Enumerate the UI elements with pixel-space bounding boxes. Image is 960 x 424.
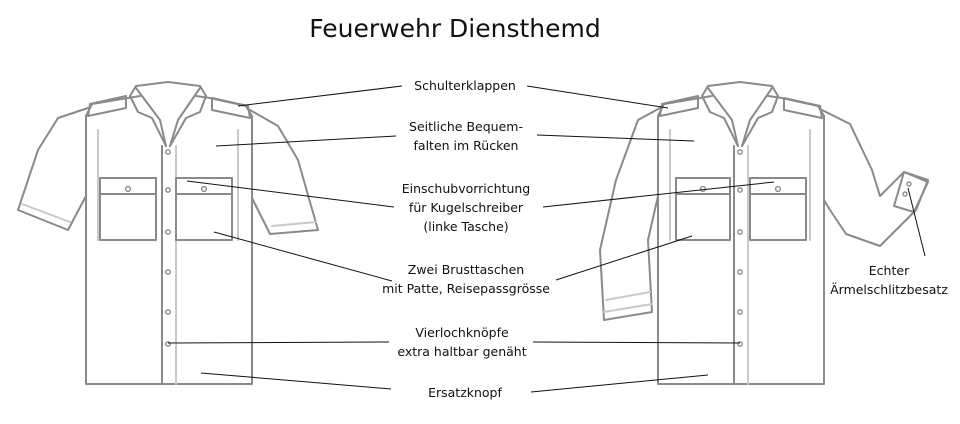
diagram-title: Feuerwehr Diensthemd	[309, 14, 601, 43]
label-taschen-line-1: Zwei Brusttaschen	[407, 262, 525, 277]
label-bequemfalten: Seitliche Bequem- falten im Rücken	[386, 117, 546, 155]
label-schlitz-line-2: Ärmelschlitzbesatz	[830, 282, 948, 297]
label-schlitz-line-1: Echter	[868, 263, 910, 278]
leader-lines	[167, 85, 926, 393]
long-sleeve-shirt	[599, 81, 929, 385]
short-sleeve-shirt	[17, 81, 319, 385]
label-knoepfe-line-2: extra haltbar genäht	[397, 344, 527, 359]
label-einschub-line-2: für Kugelschreiber	[408, 200, 524, 215]
label-einschubvorrichtung: Einschubvorrichtung für Kugelschreiber (…	[386, 179, 546, 236]
leader-ersatzknopf-left	[200, 372, 392, 390]
label-schulterklappen-text: Schulterklappen	[414, 78, 516, 93]
label-vierlochknoepfe: Vierlochknöpfe extra haltbar genäht	[380, 323, 544, 361]
label-bequemfalten-line-2: falten im Rücken	[413, 138, 519, 153]
leader-knoepfe-left	[167, 341, 390, 344]
leader-schlitz	[907, 187, 926, 257]
label-einschub-line-1: Einschubvorrichtung	[401, 181, 531, 196]
leader-einschub-right	[542, 181, 775, 208]
label-schulterklappen: Schulterklappen	[394, 76, 536, 95]
leader-taschen-right	[555, 235, 693, 281]
label-ersatzknopf-text: Ersatzknopf	[428, 385, 502, 400]
leader-einschub-left	[186, 180, 395, 208]
label-bequemfalten-line-1: Seitliche Bequem-	[409, 119, 523, 134]
label-taschen-line-2: mit Patte, Reisepassgrösse	[382, 281, 550, 296]
label-aermelschlitz: Echter Ärmelschlitzbesatz	[820, 261, 958, 299]
label-ersatzknopf: Ersatzknopf	[394, 383, 536, 402]
leader-schulterklappen-left	[237, 85, 403, 107]
label-knoepfe-line-1: Vierlochknöpfe	[415, 325, 509, 340]
leader-ersatzknopf-right	[530, 374, 709, 393]
leader-taschen-left	[213, 231, 393, 282]
label-brusttaschen: Zwei Brusttaschen mit Patte, Reisepassgr…	[376, 260, 556, 298]
leader-falten-right	[536, 134, 695, 142]
leader-schulterklappen-right	[526, 85, 669, 109]
label-einschub-line-3: (linke Tasche)	[423, 219, 509, 234]
leader-falten-left	[215, 135, 397, 147]
leader-knoepfe-right	[532, 341, 741, 344]
